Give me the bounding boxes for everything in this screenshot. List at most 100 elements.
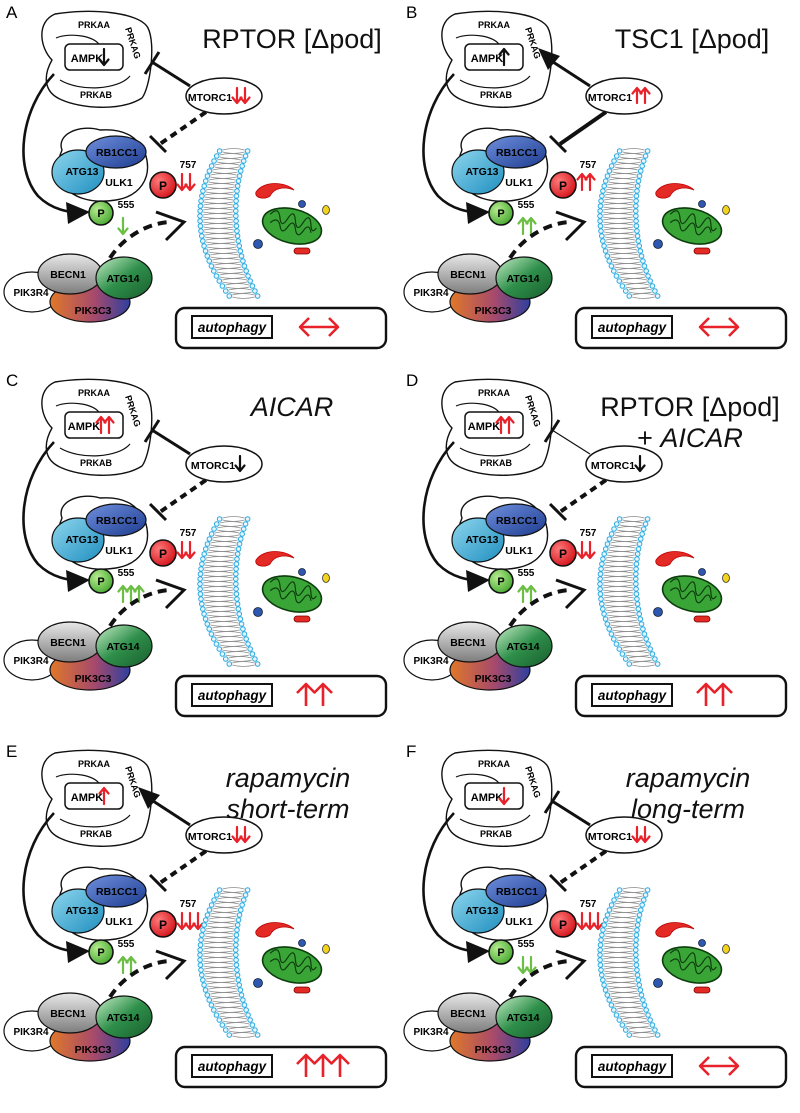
- ampk-label: AMPK: [468, 421, 500, 433]
- down-arrow-icon: [98, 47, 110, 67]
- lipid-head: [234, 967, 240, 973]
- lipid-tail: [628, 1027, 653, 1030]
- lipid-tail: [228, 288, 253, 291]
- panel-C: CAICARPRKAAPRKABPRKAGAMPKMTORC1RB1CC1ATG…: [3, 371, 388, 718]
- lipid-tail: [210, 621, 239, 624]
- lipid-head: [598, 972, 605, 978]
- site-555-label: 555: [118, 200, 135, 211]
- arrow-head-icon: [155, 578, 187, 610]
- arrow-head-icon: [66, 570, 90, 592]
- panel-letter: E: [6, 742, 17, 761]
- ulk1-to-vps34-arrow: [108, 588, 173, 628]
- lipid-tail: [203, 957, 234, 960]
- atg14-label: ATG14: [106, 273, 139, 285]
- lipid-head: [254, 293, 261, 299]
- lipid-head: [206, 258, 213, 264]
- arrow-head-icon: [66, 202, 90, 224]
- mitochondrion-cluster: [253, 551, 330, 623]
- lipid-head: [199, 561, 205, 567]
- lipid-head: [240, 258, 246, 264]
- lipid-tail: [208, 987, 238, 990]
- pik3c3-label: PIK3C3: [75, 673, 112, 685]
- lipid-head: [213, 153, 220, 159]
- lipid-tail: [203, 218, 234, 221]
- lipid-head: [252, 288, 258, 294]
- lipid-head: [198, 566, 204, 572]
- lipid-tail: [212, 997, 240, 1000]
- lipid-head: [652, 1027, 658, 1033]
- lipid-head: [206, 997, 213, 1003]
- lipid-head: [613, 153, 620, 159]
- lipid-head: [200, 556, 206, 562]
- lipid-tail: [203, 566, 234, 569]
- lipid-head: [601, 183, 608, 189]
- pik3r4-label: PIK3R4: [13, 656, 48, 667]
- lipid-head: [201, 611, 207, 617]
- lipid-head: [233, 932, 240, 938]
- up-arrow-icon: [103, 415, 115, 435]
- ampk-box: [64, 782, 124, 810]
- down-arrow-icon: [239, 86, 251, 105]
- lipid-tail: [614, 263, 642, 266]
- lipid-head: [199, 193, 205, 199]
- yellow-vesicle: [322, 944, 330, 954]
- lipid-head: [652, 656, 658, 662]
- lipid-tail: [622, 887, 645, 890]
- lipid-tail: [605, 606, 636, 609]
- ulk1-to-vps34-arrow: [508, 959, 573, 999]
- phospho-555: [488, 568, 514, 594]
- lipid-head: [634, 183, 641, 189]
- lipid-head: [197, 586, 203, 592]
- lipid-tail: [612, 168, 638, 171]
- lipid-tail: [212, 907, 238, 910]
- atg14-node: [95, 995, 153, 1039]
- lipid-tail: [210, 253, 239, 256]
- lipid-tail: [608, 248, 638, 251]
- lipid-tail: [206, 611, 237, 614]
- phospho-label: P: [159, 179, 167, 193]
- lipid-head: [611, 897, 617, 903]
- mtorc1-change-arrows: [631, 825, 651, 844]
- lipid-head: [637, 907, 644, 913]
- phospho-555: [488, 200, 514, 226]
- lipid-tail: [210, 541, 237, 544]
- lipid-tail: [225, 651, 250, 654]
- arrow-head-icon: [138, 787, 160, 809]
- ampk-change-arrows: [495, 415, 515, 435]
- lipid-tail: [606, 243, 637, 246]
- blue-vesicle: [653, 978, 663, 988]
- lipid-tail: [219, 273, 246, 276]
- lipid-head: [642, 153, 649, 159]
- arrow-head-icon: [555, 210, 587, 242]
- lipid-tail: [603, 586, 634, 589]
- lipid-head: [204, 173, 211, 179]
- ulk1-to-vps34-arrow: [108, 220, 173, 260]
- becn1-label: BECN1: [50, 637, 86, 649]
- lipid-head: [240, 158, 247, 164]
- up-arrow-icon: [296, 1053, 316, 1077]
- autophagy-label-box: [191, 1054, 273, 1078]
- lipid-tail: [612, 536, 638, 539]
- lipid-head: [249, 1022, 256, 1028]
- lipid-head: [213, 273, 220, 279]
- lipid-tail: [622, 148, 645, 151]
- autophagy-change-arrows: [296, 682, 333, 706]
- lipid-head: [597, 208, 603, 214]
- lipid-tail: [619, 1012, 646, 1015]
- lipid-tail: [616, 158, 641, 161]
- panel-letter: B: [406, 3, 417, 22]
- lipid-head: [632, 576, 639, 582]
- lipid-head: [597, 962, 604, 968]
- ampk-box: [64, 43, 124, 71]
- lipid-tail: [606, 611, 637, 614]
- p555-change-arrows: [517, 955, 537, 975]
- lipid-head: [643, 268, 649, 274]
- lipid-tail: [604, 561, 634, 564]
- lipid-head: [198, 233, 205, 239]
- lipid-tail: [210, 992, 239, 995]
- lipid-head: [198, 198, 204, 204]
- phospho-label: P: [559, 547, 567, 561]
- lipid-head: [197, 942, 204, 948]
- lipid-head: [604, 621, 611, 627]
- autophagy-label-box: [591, 1054, 673, 1078]
